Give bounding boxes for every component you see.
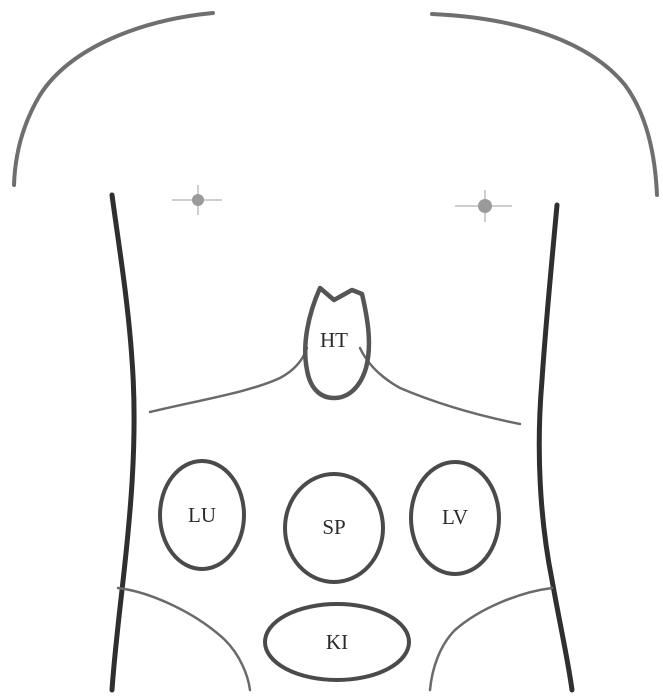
right-hip-line: [430, 588, 552, 690]
lung-label: LU: [188, 503, 216, 527]
left-shoulder-line: [14, 13, 213, 185]
heart-label: HT: [320, 328, 348, 352]
left-body-side: [112, 195, 134, 690]
right-nipple: [455, 190, 512, 222]
right-body-side: [539, 205, 572, 690]
right-costal-margin: [360, 348, 520, 424]
left-nipple: [172, 185, 222, 215]
left-costal-margin: [150, 348, 307, 412]
right-shoulder-line: [432, 14, 657, 195]
left-hip-line: [118, 588, 250, 690]
kidney-label: KI: [326, 630, 348, 654]
liver-label: LV: [442, 505, 468, 529]
spleen-label: SP: [322, 515, 345, 539]
